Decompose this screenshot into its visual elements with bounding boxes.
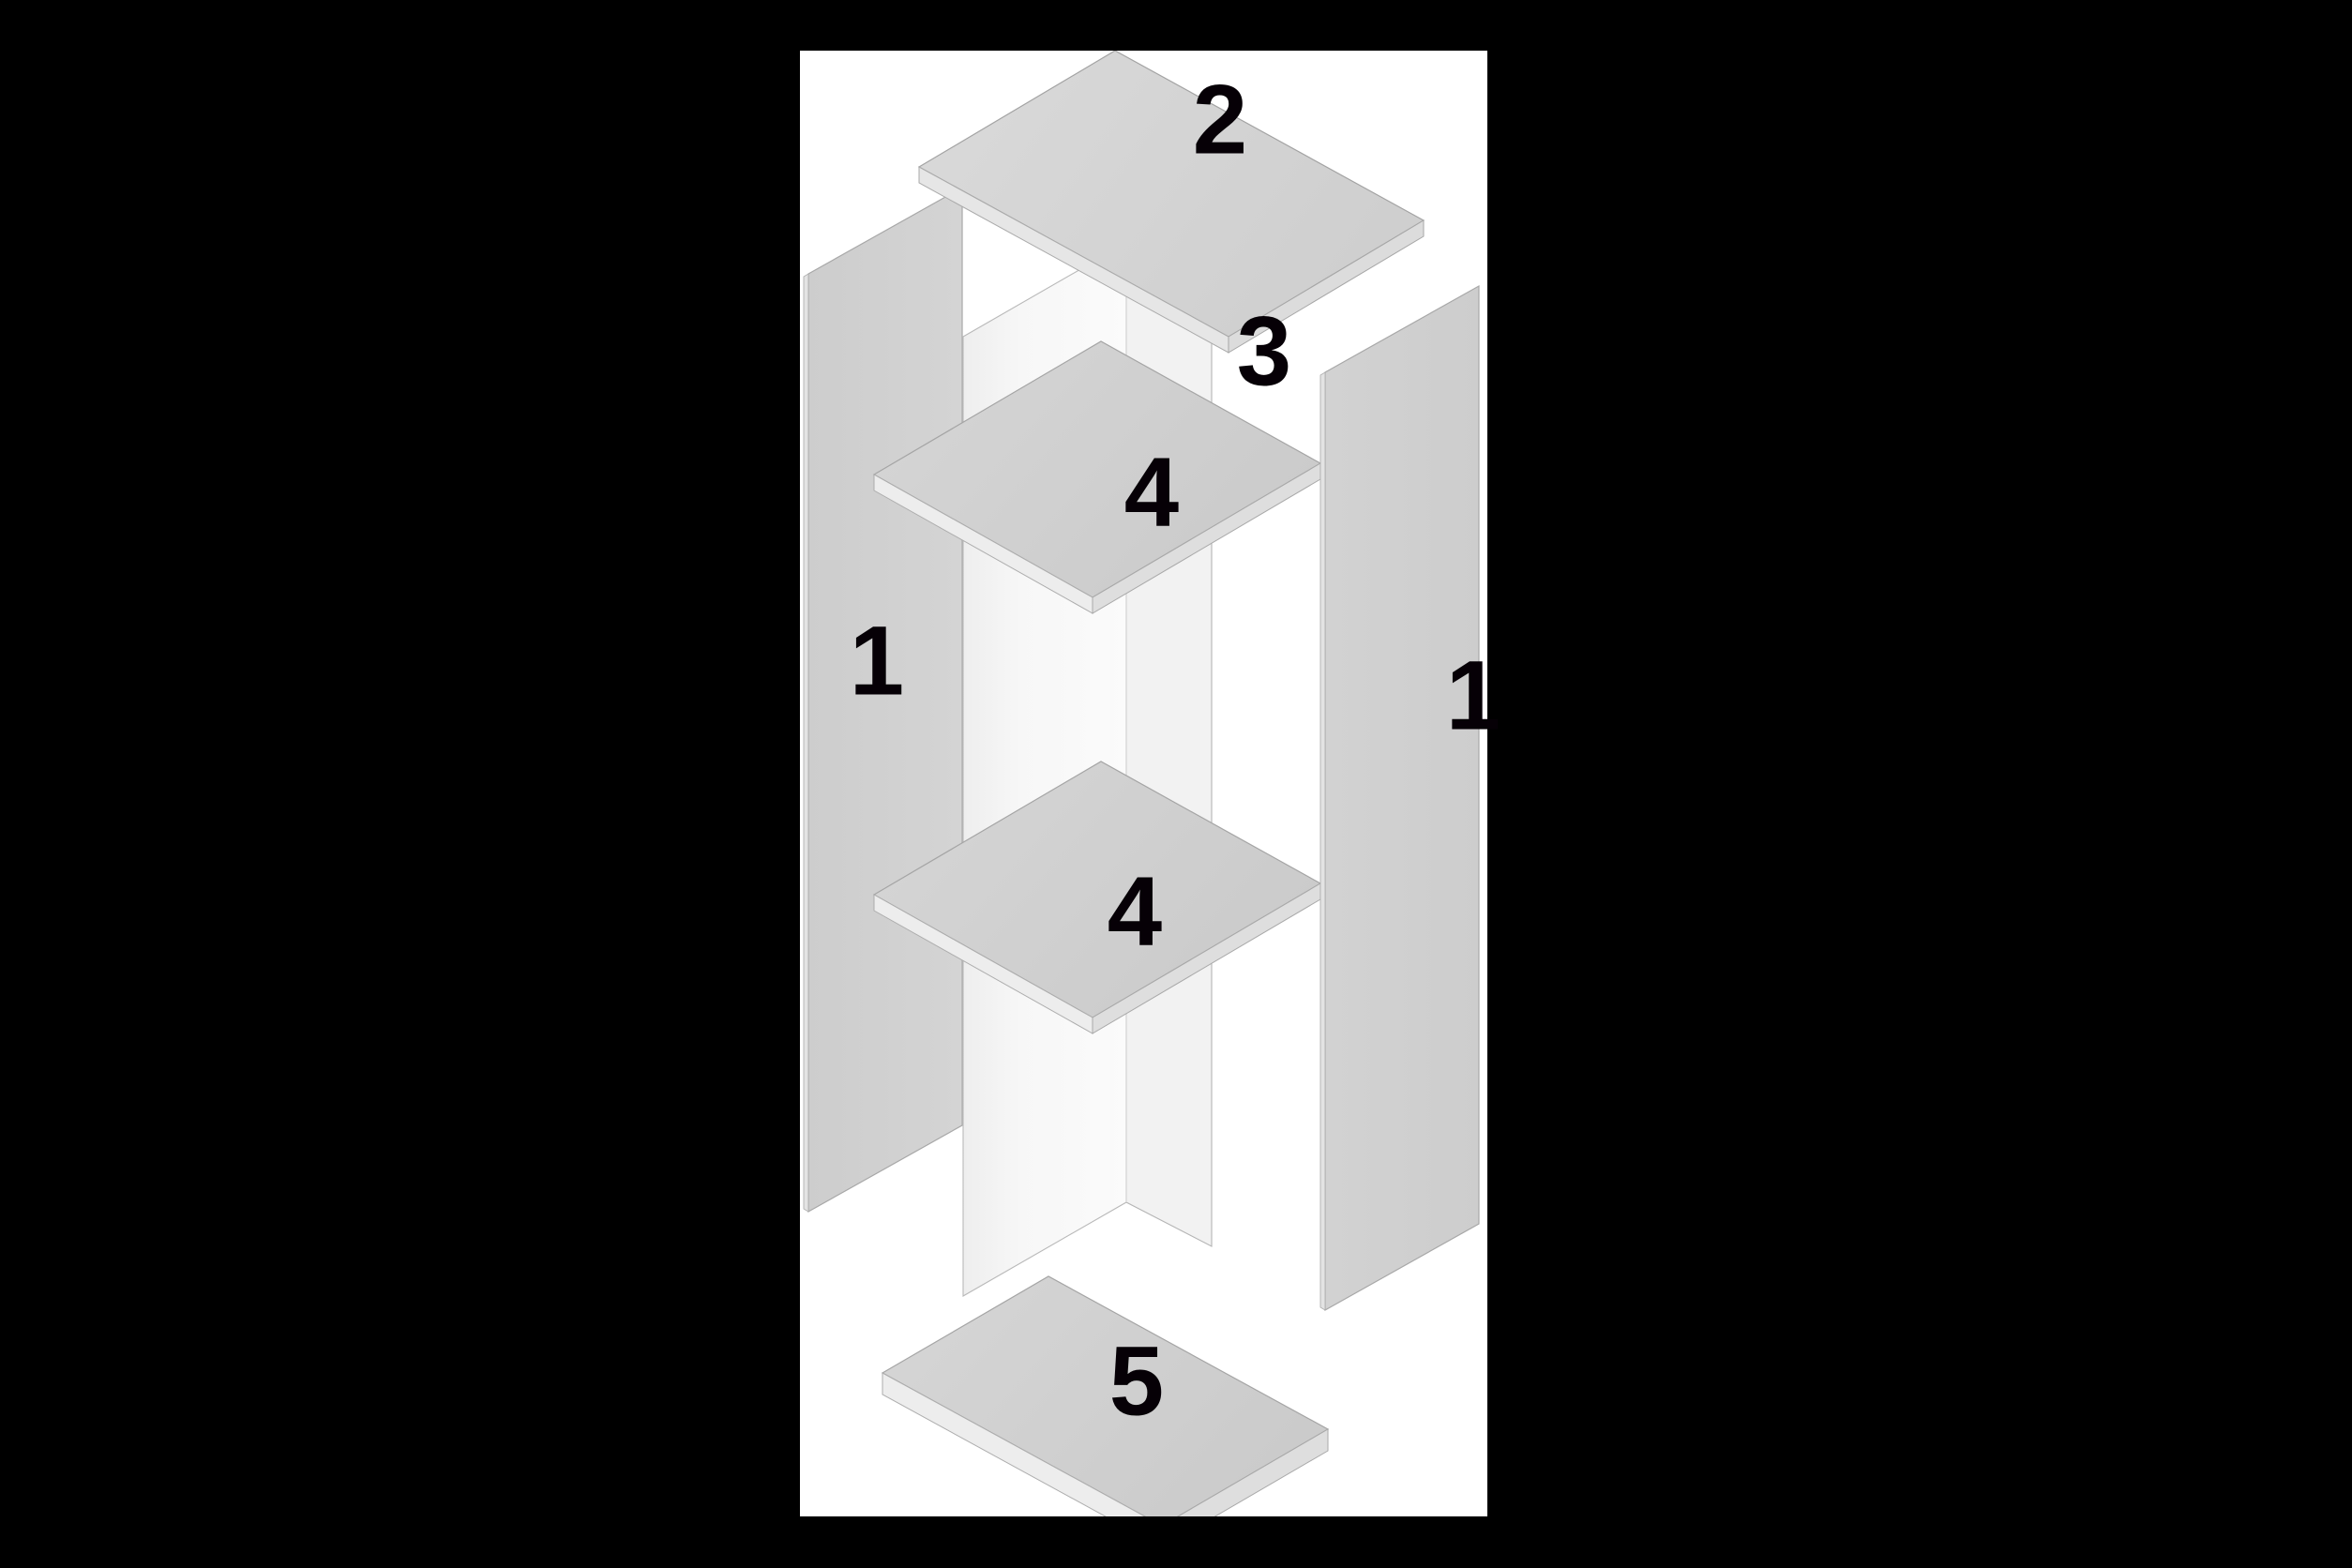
exploded-assembly-svg bbox=[800, 51, 1487, 1516]
drawing-canvas bbox=[800, 51, 1487, 1516]
part-top-panel bbox=[917, 51, 1425, 354]
part-number-label-bottom-panel: 5 bbox=[1108, 1326, 1165, 1437]
part-number-label-top-panel: 2 bbox=[1192, 65, 1248, 175]
part-left-side-panel bbox=[803, 186, 963, 1214]
part-number-label-left-side-panel: 1 bbox=[849, 606, 905, 716]
part-number-label-right-side-panel: 1 bbox=[1445, 641, 1501, 751]
part-lower-shelf bbox=[872, 761, 1322, 1034]
part-number-label-lower-shelf: 4 bbox=[1107, 856, 1163, 967]
part-number-label-back-panel: 3 bbox=[1236, 296, 1292, 407]
part-bottom-panel bbox=[881, 1275, 1330, 1516]
part-upper-shelf bbox=[872, 340, 1322, 614]
part-number-label-upper-shelf: 4 bbox=[1123, 437, 1180, 548]
part-right-side-panel bbox=[1319, 284, 1480, 1312]
